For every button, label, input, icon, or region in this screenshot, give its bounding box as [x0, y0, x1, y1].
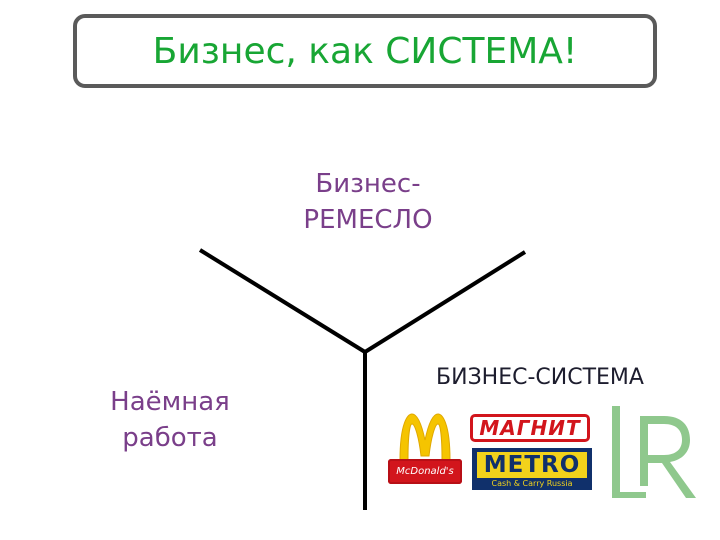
magnit-logo: МАГНИТ — [470, 414, 590, 442]
slide-title: Бизнес, как СИСТЕМА! — [152, 30, 578, 72]
divider-left-arm — [198, 248, 367, 354]
node-hired-work-line1: Наёмная — [110, 387, 230, 417]
lr-logo — [612, 406, 696, 498]
title-box: Бизнес, как СИСТЕМА! — [73, 14, 657, 88]
divider-right-arm — [363, 250, 527, 354]
node-hired-work-line2: работа — [122, 423, 218, 453]
node-business-craft-line1: Бизнес- — [315, 169, 421, 199]
metro-wordmark: METRO — [477, 452, 587, 478]
mcdonalds-wordmark: McDonald's — [388, 459, 462, 484]
lr-letter-r — [640, 416, 696, 498]
golden-arches-icon — [399, 413, 451, 460]
mcdonalds-logo: McDonald's — [388, 412, 462, 484]
node-hired-work: Наёмная работа — [80, 384, 260, 456]
node-business-craft: Бизнес- РЕМЕСЛО — [278, 166, 458, 238]
node-business-craft-line2: РЕМЕСЛО — [303, 205, 433, 235]
node-business-system: БИЗНЕС-СИСТЕМА — [436, 365, 644, 390]
metro-logo: METRO Cash & Carry Russia — [472, 448, 592, 490]
metro-tagline: Cash & Carry Russia — [491, 479, 573, 488]
lr-letter-l — [612, 406, 646, 498]
